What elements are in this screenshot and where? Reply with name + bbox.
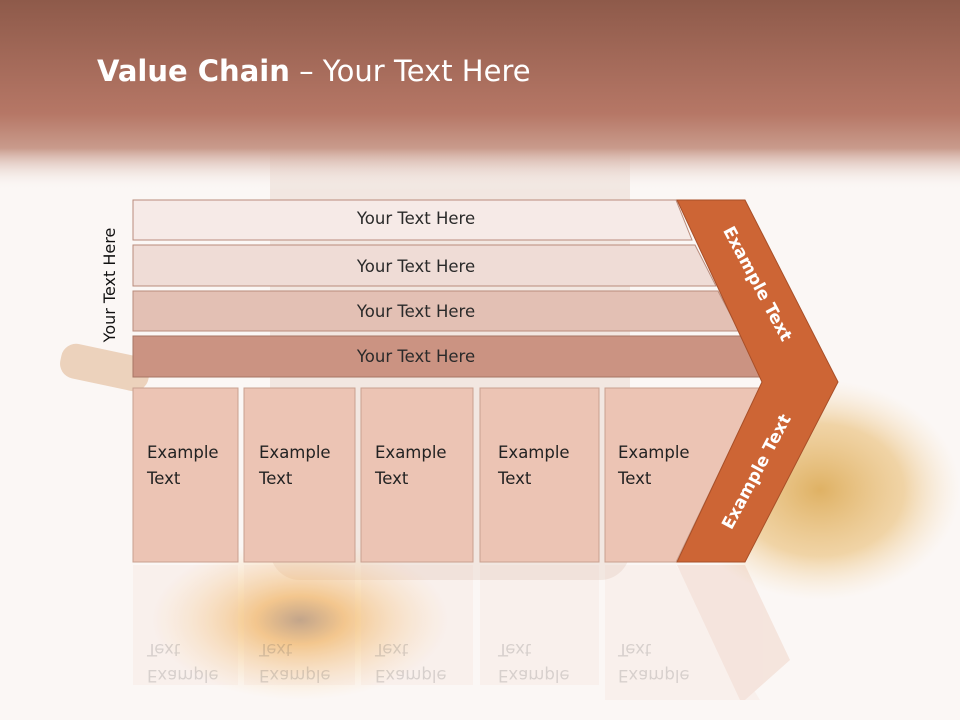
value-row-1 (132, 199, 693, 241)
value-cell-2 (243, 387, 356, 563)
cell-text-3: Example Text (375, 440, 447, 492)
cell-text-4: Example Text (498, 440, 570, 492)
cell-line2: Text (147, 469, 181, 488)
cell-line2: Text (259, 469, 293, 488)
side-label: Your Text Here (100, 227, 119, 343)
slide-title: Value Chain – Your Text Here (97, 54, 531, 88)
row-label-2: Your Text Here (356, 257, 476, 276)
cell-line2: Text (375, 469, 409, 488)
cell-line1: Example (375, 443, 447, 462)
cell-line1: Example (498, 443, 570, 462)
cell-text-2: Example Text (259, 440, 331, 492)
cell-line1: Example (259, 443, 331, 462)
row-label-1: Your Text Here (356, 209, 476, 228)
value-cell-5 (604, 387, 761, 563)
cell-text-1: Example Text (147, 440, 219, 492)
value-cell-3 (360, 387, 474, 563)
cell-line1: Example (618, 443, 690, 462)
cell-line2: Text (498, 469, 532, 488)
value-row-2 (132, 244, 717, 287)
row-label-3: Your Text Here (356, 302, 476, 321)
cell-line2: Text (618, 469, 652, 488)
value-cell-1 (132, 387, 239, 563)
value-cell-4 (479, 387, 600, 563)
chevron-arrow (676, 199, 839, 563)
title-rest: – Your Text Here (289, 54, 531, 88)
cell-line1: Example (147, 443, 219, 462)
cell-text-5: Example Text (618, 440, 690, 492)
row-label-4: Your Text Here (356, 347, 476, 366)
title-bold: Value Chain (97, 54, 290, 88)
